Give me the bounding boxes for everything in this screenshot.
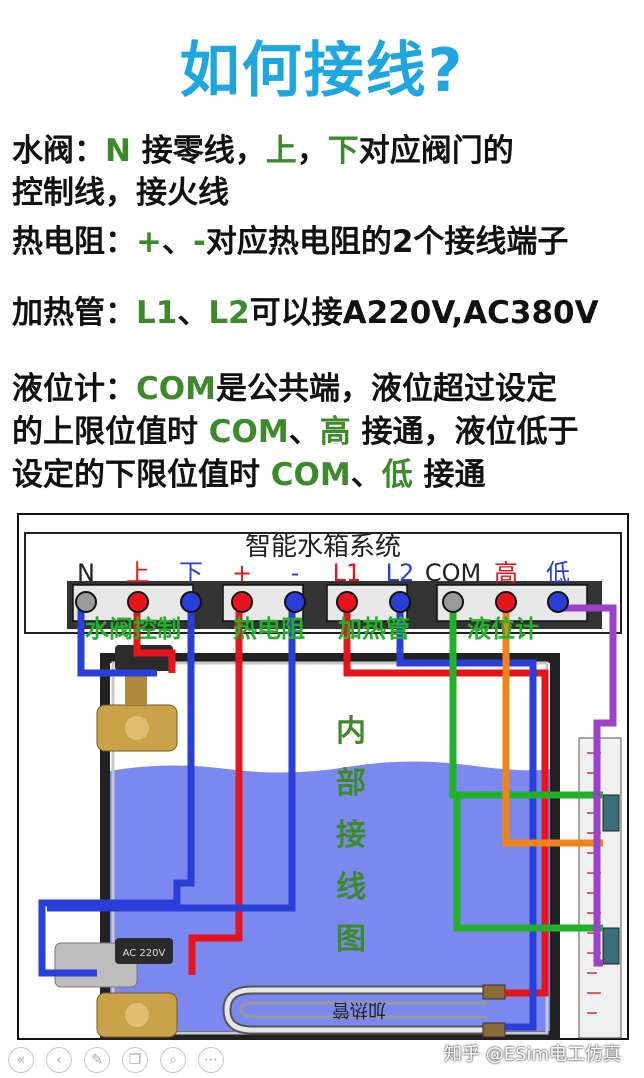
valve-description-line-2: 控制线，接火线: [12, 175, 229, 211]
zoom-icon[interactable]: ⌕: [160, 1047, 186, 1073]
terminal-low: [547, 591, 569, 613]
valve-voltage-label: AC 220V: [123, 948, 166, 959]
wire-plus: [188, 608, 243, 975]
wire-n: [77, 608, 157, 677]
first-icon[interactable]: «: [8, 1047, 34, 1073]
heater-connector-2: [482, 1022, 506, 1038]
inner-label-2: 部: [336, 766, 366, 801]
terminal-label-l1: L1: [333, 559, 362, 587]
level-float-low: [602, 927, 620, 965]
level-description-line-3: 设定的下限位值时 COM、低 接通: [12, 457, 486, 493]
wires: [38, 604, 617, 1031]
group-label-heater: 加热管: [338, 615, 410, 643]
wire-up: [133, 608, 176, 673]
group-label-valve: 水阀控制: [85, 615, 181, 643]
wire-low: [558, 604, 617, 967]
terminal-minus: [284, 591, 306, 613]
group-label-resistor: 热电阻: [233, 615, 305, 643]
terminal-l1: [336, 591, 358, 613]
group-label-level: 液位计: [467, 615, 539, 643]
wire-minus: [47, 608, 296, 912]
terminal-label-plus: +: [232, 559, 252, 587]
water: [110, 761, 550, 1031]
wire-down: [38, 608, 195, 977]
terminal-label-n: N: [77, 559, 95, 587]
wiring-diagram: 智能水箱系统 N 上 下 + - L1 L2 COM 高 低 内 部 接 线 图…: [17, 513, 629, 1040]
terminal-label-up: 上: [126, 559, 150, 587]
page-title: 如何接线?: [179, 36, 465, 106]
terminal-high: [495, 591, 517, 613]
inner-label-3: 接: [336, 818, 366, 853]
heater-description: 加热管：L1、L2可以接A220V,AC380V: [12, 295, 599, 331]
terminal-up: [127, 591, 149, 613]
terminal-label-low: 低: [546, 559, 570, 587]
diagram-title: 智能水箱系统: [245, 532, 401, 562]
heater-tube: [222, 985, 487, 1035]
resistor-description: 热电阻：+、-对应热电阻的2个接线端子: [12, 224, 569, 260]
watermark: 知乎 @ESim电工仿真: [444, 1044, 622, 1065]
level-description-line-2: 的上限位值时 COM、高 接通，液位低于: [12, 414, 579, 450]
terminal-l2: [389, 591, 411, 613]
terminal-plus: [231, 591, 253, 613]
more-icon[interactable]: ⋯: [198, 1047, 224, 1073]
terminal-com: [442, 591, 464, 613]
inner-label-5: 图: [336, 922, 366, 957]
terminal-label-minus: -: [291, 559, 300, 587]
prev-icon[interactable]: ‹: [46, 1047, 72, 1073]
level-float-high: [602, 794, 620, 832]
wire-l2: [396, 608, 537, 1031]
terminal-label-high: 高: [494, 559, 518, 587]
inner-label-1: 内: [336, 714, 366, 749]
level-gauge-scale: [587, 752, 601, 1014]
level-description-line-1: 液位计：COM是公共端，液位超过设定: [12, 371, 557, 407]
terminal-label-l2: L2: [386, 559, 415, 587]
terminal-n: [75, 591, 97, 613]
terminal-down: [180, 591, 202, 613]
terminal-label-down: 下: [179, 559, 203, 587]
inner-label-4: 线: [336, 870, 366, 905]
terminal-label-com: COM: [425, 559, 481, 587]
terminal-screws: [75, 591, 569, 613]
copy-icon[interactable]: ❐: [122, 1047, 148, 1073]
wire-high: [502, 608, 603, 847]
valve-description-line-1: 水阀：N 接零线，上，下对应阀门的: [12, 133, 514, 169]
control-box-outline: [24, 532, 622, 634]
wire-com: [449, 608, 603, 932]
heater-connector-1: [482, 984, 506, 1000]
heater-label: 加热管: [332, 999, 386, 1020]
edit-icon[interactable]: ✎: [84, 1047, 110, 1073]
